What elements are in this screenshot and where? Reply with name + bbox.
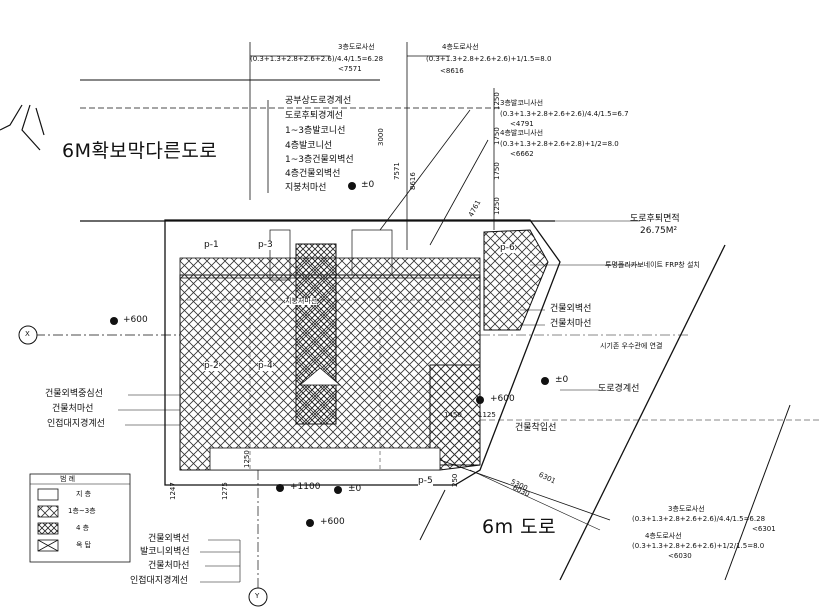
bottom-adjacent-label: 인접대지경계선 [130, 576, 188, 586]
top-road-title: 6M확보막다른도로 [62, 140, 218, 162]
legend-item-3: 4 층 [76, 524, 90, 532]
bottom-road-title: 6m 도로 [482, 516, 557, 538]
room-p3: p-3 [258, 240, 273, 250]
bottom-floor4-formula: (0.3+1.3+2.8+2.6+2.6)+1/2/1.5=8.0 [632, 542, 765, 550]
road-boundary-label: 도로경계선 [598, 384, 640, 394]
bottom-floor4-value: <6030 [668, 552, 692, 560]
legend-item-1: 지 층 [76, 490, 92, 498]
axis-x-label: X [25, 330, 30, 338]
adjacent-boundary-label: 인접대지경계선 [47, 419, 105, 429]
dim-misc-1125: 1125 [478, 411, 496, 419]
level-top: ±0 [361, 180, 375, 190]
floor3-slope-label: 3층도로사선 [338, 43, 375, 51]
balcony4-value: <6662 [510, 150, 534, 158]
retreat-area-value: 26.75M² [640, 226, 678, 236]
dim-right-1: 1250 [493, 92, 501, 110]
bottom-wall-label: 건물외벽선 [148, 534, 190, 544]
room-p2: p-2 [204, 361, 219, 371]
axis-y-label: Y [255, 592, 260, 600]
wall-center-label: 건물외벽중심선 [45, 389, 103, 399]
level-bottom-c: +600 [320, 517, 345, 527]
level-bottom-b: ±0 [348, 484, 362, 494]
room-center-label: 지붕처마선 [285, 297, 318, 305]
floor4-slope-label: 4층도로사선 [442, 43, 479, 51]
bottom-floor4-label: 4층도로사선 [645, 532, 682, 540]
legend-box [29, 473, 131, 563]
dim-top-8616: 8616 [409, 172, 417, 190]
bottom-eave-label: 건물처마선 [148, 561, 190, 571]
dim-misc-1275: 1275 [221, 482, 229, 500]
build-line-label: 건물착입선 [515, 423, 557, 433]
north-arrow-icon [0, 104, 45, 151]
line-label-1: 공부상도로경계선 [285, 96, 352, 106]
eave-left-label: 건물처마선 [52, 404, 94, 414]
rain-pipe-label: 시기존 우수관에 연결 [600, 342, 663, 350]
dim-right-4: 1250 [493, 197, 501, 215]
eave-label: 건물처마선 [550, 319, 592, 329]
floor4-slope-value: <8616 [440, 67, 464, 75]
dim-top-7571: 7571 [393, 162, 401, 180]
line-label-2: 도로후퇴경계선 [285, 111, 343, 121]
legend-item-4: 옥 탑 [76, 541, 92, 549]
dim-misc-1450: 1450 [444, 411, 462, 419]
bottom-floor3-value: <6301 [752, 525, 776, 533]
bottom-floor3-label: 3층도로사선 [668, 505, 705, 513]
floor3-slope-value: <7571 [338, 65, 362, 73]
wall-label: 건물외벽선 [550, 304, 592, 314]
bottom-balcony-label: 발코니외벽선 [140, 547, 190, 557]
balcony3-label: 3층발코니사선 [500, 99, 544, 107]
room-p6: p-6 [500, 243, 515, 253]
balcony3-formula: (0.3+1.3+2.8+2.6+2.6)/4.4/1.5=6.7 [500, 110, 629, 118]
dim-top-3000: 3000 [377, 128, 385, 146]
dim-misc-1247: 1247 [169, 482, 177, 500]
legend-title: 범 례 [60, 475, 76, 483]
fence-label: 투명폴리카보네이트 FRP창 설치 [605, 261, 700, 269]
line-label-6: 4층건물외벽선 [285, 169, 341, 179]
legend-item-2: 1층~3층 [68, 507, 96, 515]
room-p5: p-5 [418, 476, 433, 486]
dim-misc-1250: 1250 [243, 450, 251, 468]
line-label-7: 지붕처마선 [285, 183, 327, 193]
dim-right-2: 1750 [493, 127, 501, 145]
balcony3-value: <4791 [510, 120, 534, 128]
bottom-floor3-formula: (0.3+1.3+2.8+2.6+2.6)/4.4/1.5=6.28 [632, 515, 766, 523]
line-label-3: 1~3층발코니선 [285, 126, 346, 136]
room-p4: p-4 [258, 361, 273, 371]
dim-right-3: 1750 [493, 162, 501, 180]
retreat-area-label: 도로후퇴면적 [630, 214, 680, 224]
line-label-5: 1~3층건물외벽선 [285, 155, 354, 165]
level-left: +600 [123, 315, 148, 325]
room-p1: p-1 [204, 240, 219, 250]
line-label-4: 4층발코니선 [285, 141, 333, 151]
level-right-low: +600 [490, 394, 515, 404]
level-bottom-a: +1100 [290, 482, 321, 492]
balcony4-formula: (0.3+1.3+2.8+2.6+2.8)+1/2=8.0 [500, 140, 619, 148]
floor4-slope-formula: (0.3+1.3+2.8+2.6+2.6)+1/1.5=8.0 [426, 55, 552, 63]
floor3-slope-formula: (0.3+1.3+2.8+2.6+2.6)/4.4/1.5=6.28 [250, 55, 384, 63]
balcony4-label: 4층발코니사선 [500, 129, 544, 137]
dim-misc-250: 250 [451, 473, 459, 487]
level-right-mid: ±0 [555, 375, 569, 385]
